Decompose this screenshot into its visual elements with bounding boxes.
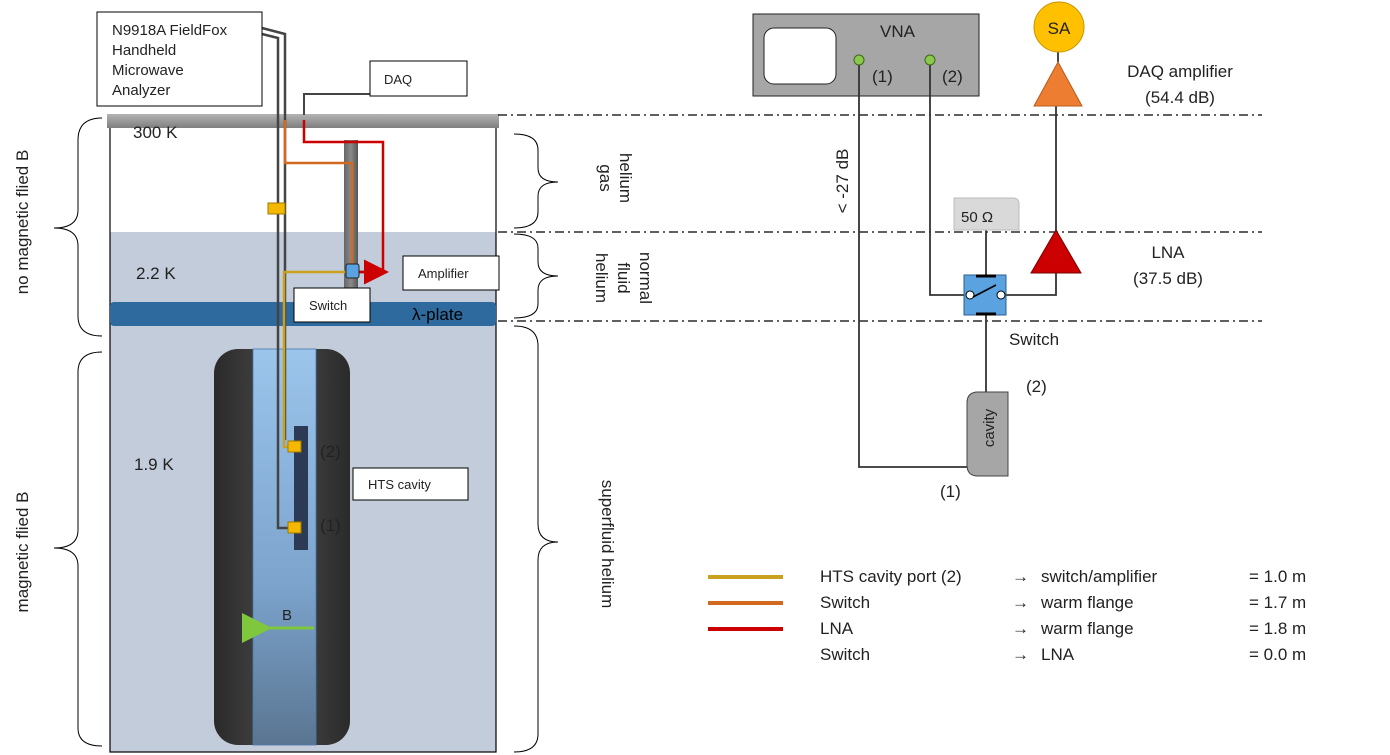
daq-amp-gain: (54.4 dB) xyxy=(1145,88,1215,107)
vna-port2-dot xyxy=(924,54,936,66)
cryo-switch xyxy=(345,263,360,279)
daq-box xyxy=(369,60,468,97)
switch-box-left xyxy=(293,287,371,323)
legend-dest-1: warm flange xyxy=(1040,593,1134,612)
legend-dest-0: switch/amplifier xyxy=(1041,567,1158,586)
analyzer-label-1: N9918A FieldFox xyxy=(112,22,228,39)
amplifier-label: Amplifier xyxy=(418,266,469,281)
cavity-icon xyxy=(966,391,1009,477)
schematic xyxy=(752,1,1085,477)
daq-amp-label: DAQ amplifier xyxy=(1127,62,1233,81)
hts-cavity-label: HTS cavity xyxy=(368,477,431,492)
lna-gain: (37.5 dB) xyxy=(1133,269,1203,288)
brace-field xyxy=(53,351,103,747)
vna-port1-dot xyxy=(853,54,865,66)
lna-icon xyxy=(1030,229,1082,274)
cavity-port1-label: (1) xyxy=(940,482,961,501)
amplifier-box xyxy=(402,255,500,291)
no-field-label: no magnetic flied B xyxy=(13,150,32,295)
daq-cable xyxy=(303,93,370,115)
vna-screen xyxy=(763,27,837,85)
legend-dest-3: LNA xyxy=(1041,645,1075,664)
normal-label-3: helium xyxy=(592,253,611,303)
legend-length-1: = 1.7 m xyxy=(1249,593,1306,612)
b-label: B xyxy=(282,607,292,624)
legend-name-1: Switch xyxy=(820,593,870,612)
vna-label: VNA xyxy=(880,22,916,41)
load-box xyxy=(953,197,1020,231)
vna-port1-label: (1) xyxy=(872,67,893,86)
switch-contact-left xyxy=(965,290,975,300)
gas-label-1: helium xyxy=(616,153,635,203)
legend-length-3: = 0.0 m xyxy=(1249,645,1306,664)
cavity-port2-label: (2) xyxy=(1026,377,1047,396)
temp-300k: 300 K xyxy=(133,123,178,142)
analyzer-label-4: Analyzer xyxy=(112,82,170,99)
temp-1-9k: 1.9 K xyxy=(134,455,174,474)
analyzer-label-3: Microwave xyxy=(112,62,184,79)
analyzer-label-2: Handheld xyxy=(112,42,176,59)
switch-label-right: Switch xyxy=(1009,330,1059,349)
cavity-label: cavity xyxy=(981,408,998,447)
daq-amplifier-icon xyxy=(1033,60,1083,107)
hts-cavity-box xyxy=(352,467,469,501)
superfluid-label: superfluid helium xyxy=(598,480,617,609)
legend-length-0: = 1.0 m xyxy=(1249,567,1306,586)
brace-normal xyxy=(513,233,559,319)
vna-port2-label: (2) xyxy=(942,67,963,86)
legend-name-0: HTS cavity port (2) xyxy=(820,567,962,586)
connector xyxy=(267,202,286,215)
field-label: magnetic flied B xyxy=(13,492,32,613)
legend-name-2: LNA xyxy=(820,619,854,638)
legend-arrow-2: → xyxy=(1012,619,1029,638)
hts-cavity xyxy=(294,426,308,550)
switch-blade xyxy=(972,284,997,298)
lna-label: LNA xyxy=(1151,243,1185,262)
analyzer-cable-b xyxy=(261,32,296,530)
legend-arrow-1: → xyxy=(1012,593,1029,612)
legend-arrow-0: → xyxy=(1012,567,1029,586)
lambda-plate-label: λ-plate xyxy=(412,305,463,324)
port1-connector xyxy=(287,521,302,534)
temp-2-2k: 2.2 K xyxy=(136,264,176,283)
legend-name-3: Switch xyxy=(820,645,870,664)
brace-superfluid xyxy=(513,325,559,753)
legend-arrow-3: → xyxy=(1012,645,1029,664)
load-label: 50 Ω xyxy=(961,209,993,226)
brace-no-field xyxy=(53,117,103,337)
legend-dest-2: warm flange xyxy=(1040,619,1134,638)
port1-label: (1) xyxy=(320,516,341,535)
switch-contact-right xyxy=(996,290,1006,300)
sa-label: SA xyxy=(1048,19,1071,38)
daq-label: DAQ xyxy=(384,72,412,87)
port2-label: (2) xyxy=(320,442,341,461)
brace-gas xyxy=(513,133,559,229)
normal-label-2: fluid xyxy=(614,262,633,293)
attenuation-label: < -27 dB xyxy=(833,149,852,214)
vna-port1-wire xyxy=(858,60,968,468)
legend-length-2: = 1.8 m xyxy=(1249,619,1306,638)
port2-connector xyxy=(287,440,302,453)
gas-label-2: gas xyxy=(596,164,615,191)
legend: HTS cavity port (2) → switch/amplifier =… xyxy=(708,567,1306,664)
sa-circle xyxy=(1033,1,1085,53)
switch-to-flange-cable xyxy=(283,120,354,270)
switch-to-lna-wire xyxy=(1003,272,1057,296)
normal-label-1: normal xyxy=(636,252,655,304)
analyzer-box xyxy=(96,11,263,107)
vna-port2-wire xyxy=(929,60,968,296)
switch-label-left: Switch xyxy=(309,298,347,313)
